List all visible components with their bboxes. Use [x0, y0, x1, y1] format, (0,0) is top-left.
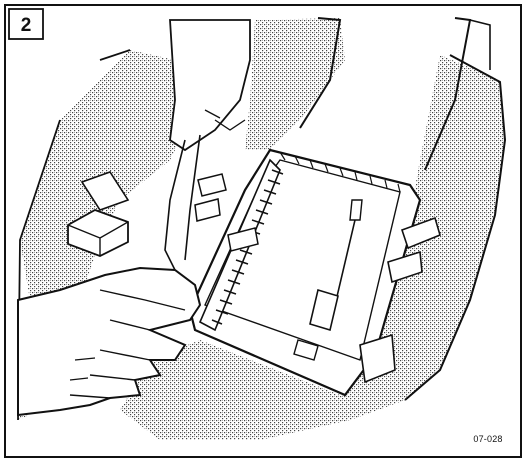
- right-clip-middle: [387, 250, 423, 284]
- harness-connector-mid: [227, 227, 259, 252]
- console-outline-right: [404, 54, 507, 401]
- inner-wire: [334, 219, 356, 306]
- inner-connector-top: [349, 199, 363, 221]
- left-clip-block-edges: [67, 221, 129, 256]
- upper-hand-cable: [164, 134, 201, 271]
- right-clip-lower: [359, 333, 396, 384]
- upper-hand-knuckles: [204, 109, 246, 131]
- tray-rim-ribs: [279, 151, 401, 193]
- harness-connector-upper: [197, 173, 227, 197]
- upper-hand: [169, 19, 251, 152]
- lower-hand-finger-lines: [69, 289, 186, 399]
- left-clip-block: [67, 209, 129, 257]
- lower-hand-creases: [69, 357, 96, 381]
- lower-hand: [17, 266, 202, 417]
- tunnel-rail-edge: [469, 19, 491, 70]
- step-number: 2: [21, 15, 32, 36]
- console-bottom-surface: [120, 340, 405, 440]
- step-number-box: [8, 8, 44, 40]
- right-clip-upper: [400, 216, 441, 250]
- figure-code: 07-028: [473, 434, 502, 444]
- left-upper-clip: [80, 171, 130, 211]
- inner-connector-block: [309, 288, 339, 332]
- upper-panel-surface: [245, 18, 345, 150]
- tunnel-rail-right: [424, 17, 472, 171]
- tunnel-rail-left: [299, 17, 342, 129]
- harness-connector-lower: [194, 198, 221, 222]
- inner-connector-lower: [293, 339, 319, 361]
